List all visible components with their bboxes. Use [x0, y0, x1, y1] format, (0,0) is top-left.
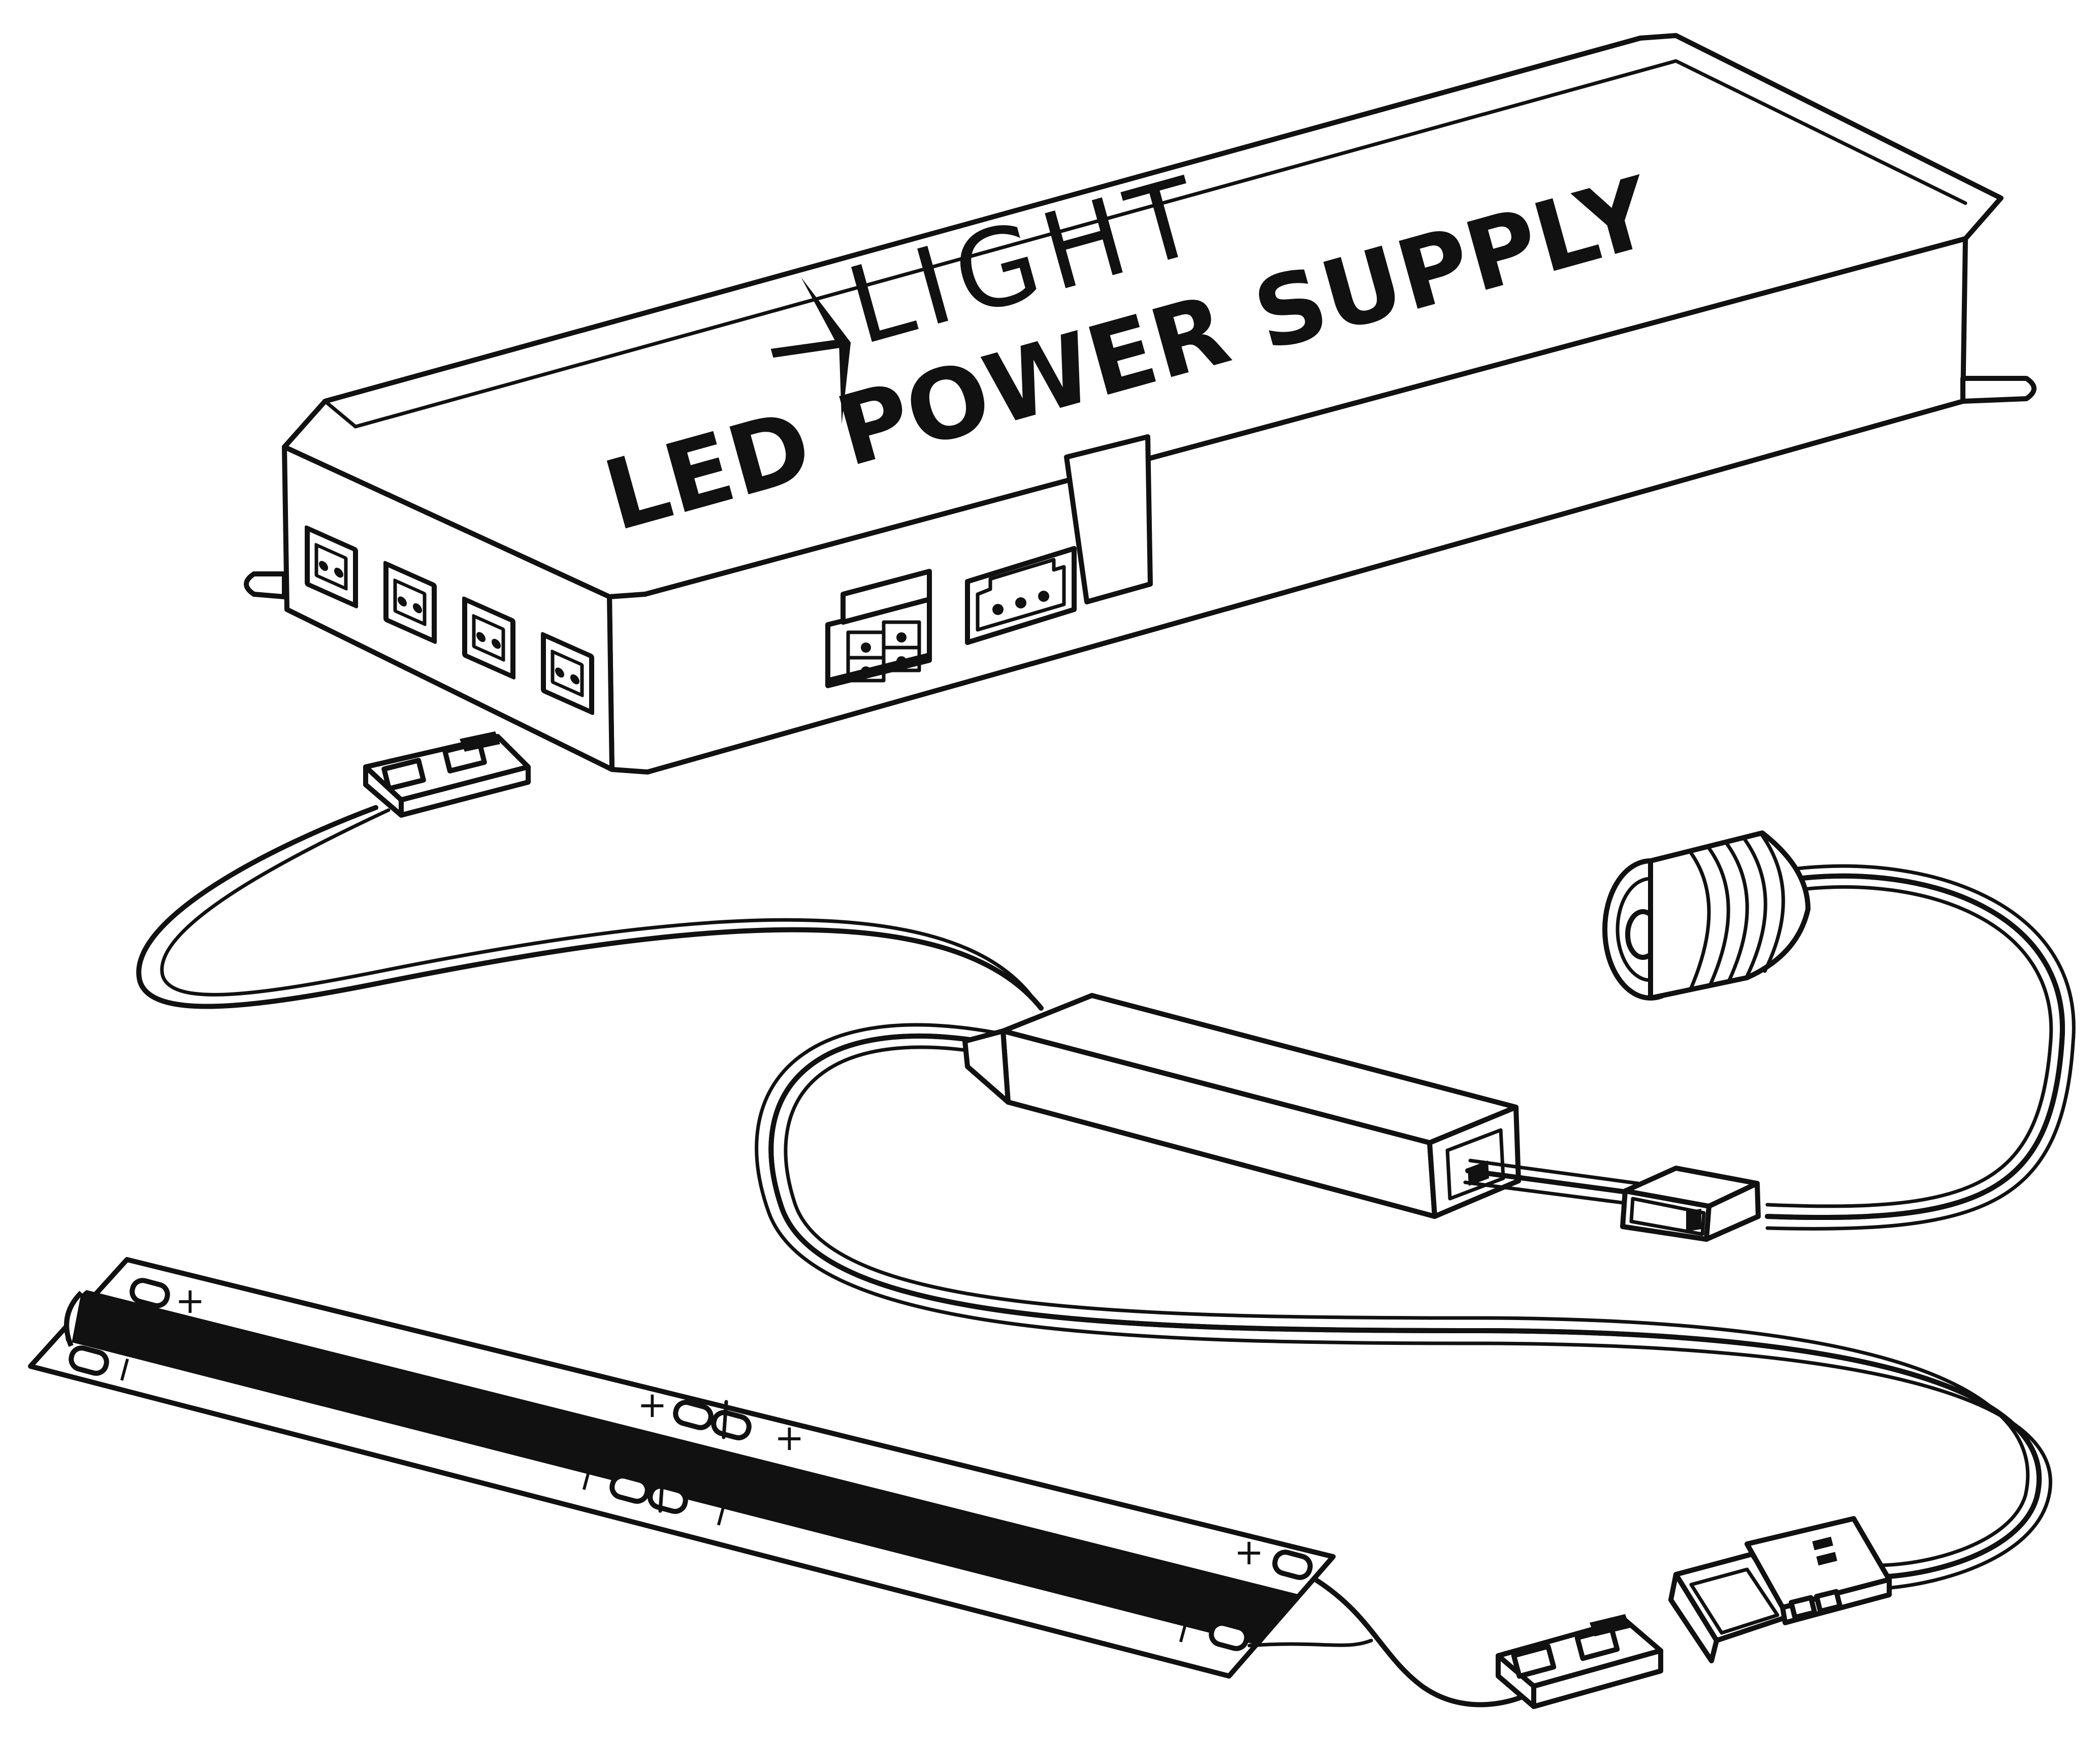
mounting-tab-left [244, 571, 287, 599]
mounting-tab-right [1960, 376, 2037, 404]
touch-switch-sensor [1602, 830, 2076, 1231]
inline-driver-module [755, 993, 2052, 1591]
supply-plug [363, 731, 531, 818]
driver-output-socket [1668, 1516, 1892, 1663]
x-logo-icon [801, 277, 851, 424]
output-ports [305, 525, 594, 715]
strip-plug [1496, 1614, 1663, 1709]
led-strip: + − + + − − + − [28, 1257, 1526, 1708]
pad-label: + [637, 1384, 667, 1426]
solder-pads [69, 1278, 1313, 1651]
sensor-connector-3pin [965, 546, 1077, 645]
pad-label: + [1234, 1531, 1264, 1573]
led-strip-body [65, 1290, 1301, 1646]
power-supply-edge [323, 59, 1967, 429]
pad-label: + [175, 1280, 205, 1322]
power-supply-end-face [282, 444, 615, 772]
supply-cable-outline [136, 805, 1044, 1011]
top-notch [1064, 434, 1153, 604]
input-connector-4pin [825, 569, 932, 688]
switch-plug-connector [1463, 1158, 1761, 1242]
strip-lead-cable [1313, 1577, 1526, 1708]
pad-label: + [774, 1417, 804, 1459]
supply-to-driver-cable [136, 731, 1044, 1011]
power-supply-unit: LIGHT LED POWER SUPPLY [244, 33, 2037, 775]
